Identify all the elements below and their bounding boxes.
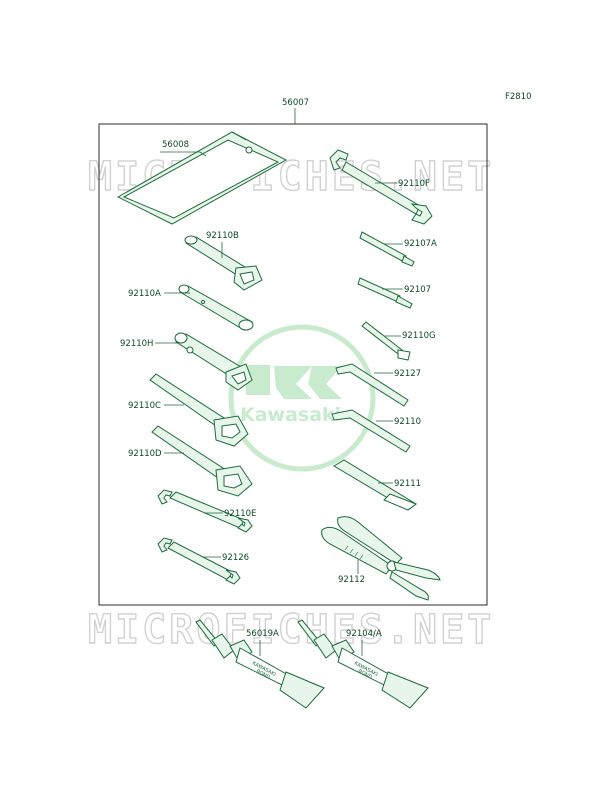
logo-text: Kawasaki xyxy=(240,404,341,426)
watermark-bottom: MICROFICHES.NET xyxy=(88,607,494,653)
part-92110A-box-spanner[interactable] xyxy=(178,284,254,331)
label-92110E: 92110E xyxy=(224,509,256,519)
part-92110C-ring-wrench[interactable] xyxy=(149,373,249,447)
label-92110G: 92110G xyxy=(402,331,436,341)
label-92112: 92112 xyxy=(338,575,365,585)
part-92110B-box-spanner[interactable] xyxy=(184,235,263,291)
label-92127: 92127 xyxy=(394,369,421,379)
label-92110A: 92110A xyxy=(128,289,161,299)
label-92104A: 92104/A xyxy=(346,629,382,639)
part-92110H-box-spanner[interactable] xyxy=(174,332,253,391)
part-92127-hex-key[interactable] xyxy=(335,363,409,407)
label-92110B: 92110B xyxy=(206,231,239,241)
label-92110D: 92110D xyxy=(128,449,162,459)
label-92107: 92107 xyxy=(404,285,431,295)
label-92110C: 92110C xyxy=(128,401,161,411)
part-92111-handle[interactable] xyxy=(333,459,418,511)
part-92112-pliers[interactable] xyxy=(321,516,441,601)
part-92110G-hex-key[interactable] xyxy=(361,321,411,361)
label-92107A: 92107A xyxy=(404,239,437,249)
label-92110F: 92110F xyxy=(398,179,430,189)
part-92107A-screwdriver[interactable] xyxy=(359,231,415,267)
part-92110F-wrench[interactable] xyxy=(329,149,433,225)
part-92126-wrench[interactable] xyxy=(157,537,241,585)
label-92126: 92126 xyxy=(222,553,249,563)
label-92110H: 92110H xyxy=(120,339,153,349)
part-92107-screwdriver[interactable] xyxy=(357,277,413,309)
part-92110E-wrench[interactable] xyxy=(157,489,253,533)
label-56019A: 56019A xyxy=(246,629,279,639)
part-92110D-ring-wrench[interactable] xyxy=(151,425,253,497)
kit-frame xyxy=(98,123,488,606)
label-92111: 92111 xyxy=(394,479,421,489)
assembly-label: 56007 xyxy=(282,98,309,108)
kawasaki-logo: Kawasaki xyxy=(228,324,376,472)
label-56008: 56008 xyxy=(162,140,189,150)
part-92110-hex-key[interactable] xyxy=(331,409,411,453)
part-56008-tool-bag[interactable] xyxy=(116,131,288,225)
label-92110: 92110 xyxy=(394,417,421,427)
figure-code: F2810 xyxy=(505,92,532,102)
